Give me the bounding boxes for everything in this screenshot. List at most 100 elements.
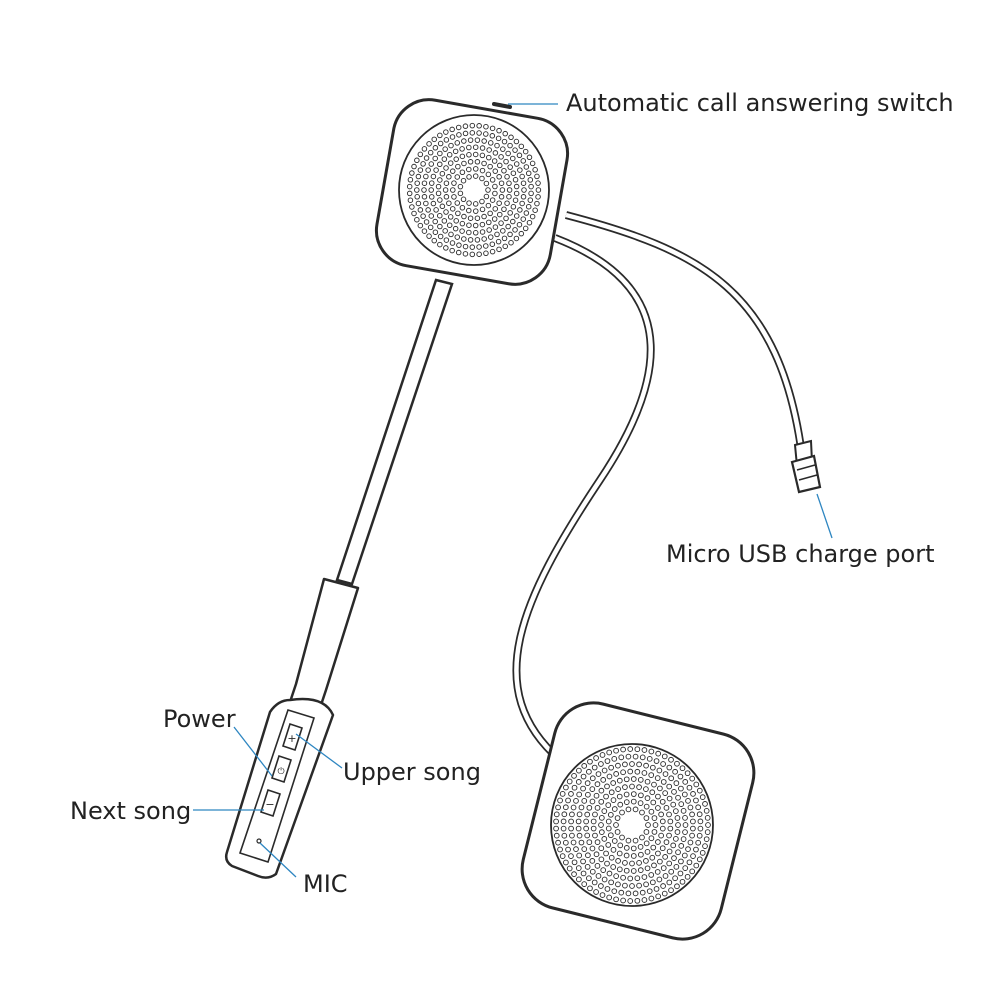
grille-hole xyxy=(437,212,443,219)
grille-hole xyxy=(487,210,493,217)
grille-hole xyxy=(520,194,527,200)
grille-hole xyxy=(474,215,481,221)
grille-hole xyxy=(452,225,459,232)
call-answer-switch[interactable] xyxy=(492,102,512,109)
grille-hole xyxy=(693,781,700,788)
grille-hole xyxy=(666,811,672,818)
grille-hole xyxy=(648,808,655,815)
grille-hole xyxy=(575,779,582,785)
grille-hole xyxy=(599,752,606,758)
grille-hole xyxy=(505,223,511,230)
grille-hole xyxy=(622,882,628,889)
grille-hole xyxy=(605,842,612,848)
grille-hole xyxy=(593,792,600,799)
grille-hole xyxy=(472,144,479,150)
grille-hole xyxy=(658,811,664,818)
grille-hole xyxy=(655,850,661,857)
grille-hole xyxy=(414,187,420,193)
grille-hole xyxy=(476,251,482,257)
grille-hole xyxy=(443,245,449,251)
grille-hole xyxy=(613,873,620,879)
grille-hole xyxy=(526,154,533,161)
grille-hole xyxy=(623,852,630,859)
grille-hole xyxy=(451,180,457,186)
grille-hole xyxy=(512,197,519,203)
grille-hole xyxy=(585,791,591,798)
grille-hole xyxy=(491,158,498,164)
grille-hole xyxy=(426,233,432,239)
grille-hole xyxy=(644,795,651,802)
grille-hole xyxy=(704,815,711,821)
grille-hole xyxy=(487,140,494,146)
grille-hole xyxy=(616,866,623,873)
grille-hole xyxy=(479,145,486,151)
grille-hole xyxy=(601,767,608,774)
grille-hole xyxy=(658,832,664,839)
button-upper-song[interactable]: + xyxy=(281,722,304,752)
grille-hole xyxy=(507,164,513,170)
grille-hole xyxy=(598,883,604,889)
grille-hole xyxy=(604,783,610,790)
grille-hole xyxy=(571,871,577,878)
grille-hole xyxy=(442,187,449,193)
grille-hole xyxy=(483,250,489,257)
grille-hole xyxy=(516,152,523,159)
grille-hole xyxy=(593,889,599,895)
grille-hole xyxy=(615,881,621,888)
grille-hole xyxy=(442,146,448,152)
grille-hole xyxy=(630,776,637,782)
grille-hole xyxy=(485,171,492,178)
grille-hole xyxy=(580,870,587,877)
grille-hole xyxy=(420,213,426,219)
grille-hole xyxy=(648,835,655,842)
grille-hole xyxy=(443,237,450,243)
grille-hole xyxy=(466,200,472,206)
grille-hole xyxy=(600,867,607,873)
grille-hole xyxy=(526,219,533,226)
grille-hole xyxy=(435,190,442,197)
power-icon: ⏻ xyxy=(277,766,284,777)
grille-hole xyxy=(674,815,681,821)
grille-hole xyxy=(584,780,591,786)
grille-hole xyxy=(650,879,656,886)
grille-hole xyxy=(409,204,415,210)
grille-hole xyxy=(590,818,597,825)
grille-hole xyxy=(589,858,596,864)
grille-hole xyxy=(593,755,599,761)
grille-hole xyxy=(625,753,632,760)
grille-hole xyxy=(407,197,414,203)
grille-hole xyxy=(595,873,602,879)
grille-hole xyxy=(492,224,499,230)
grille-hole xyxy=(411,163,417,170)
grille-hole xyxy=(535,180,541,186)
grille-hole xyxy=(454,140,461,146)
grille-hole xyxy=(460,196,467,203)
grille-hole xyxy=(507,210,513,216)
grille-hole xyxy=(461,213,467,220)
grille-hole xyxy=(689,868,696,875)
grille-hole xyxy=(643,762,649,769)
grille-hole xyxy=(654,775,661,781)
grille-hole xyxy=(459,228,465,234)
grille-hole xyxy=(501,138,508,145)
grille-hole xyxy=(674,883,680,890)
button-next-song[interactable]: − xyxy=(259,788,282,818)
grille-hole xyxy=(655,750,662,757)
grille-hole xyxy=(568,818,574,825)
leader-upper-song xyxy=(295,733,343,769)
grille-hole xyxy=(627,875,634,882)
grille-hole xyxy=(656,767,663,774)
grille-hole xyxy=(535,187,542,193)
grille-hole xyxy=(518,143,525,150)
grille-hole xyxy=(432,229,439,235)
grille-hole xyxy=(417,222,424,229)
grille-hole xyxy=(449,134,456,140)
grille-hole xyxy=(513,183,520,190)
grille-hole xyxy=(636,859,642,866)
grille-hole xyxy=(454,200,461,206)
mic-boom xyxy=(224,278,454,879)
grille-hole xyxy=(645,822,651,828)
button-power[interactable]: ⏻ xyxy=(270,754,293,784)
grille-hole xyxy=(679,765,686,772)
grille-hole xyxy=(534,200,540,207)
